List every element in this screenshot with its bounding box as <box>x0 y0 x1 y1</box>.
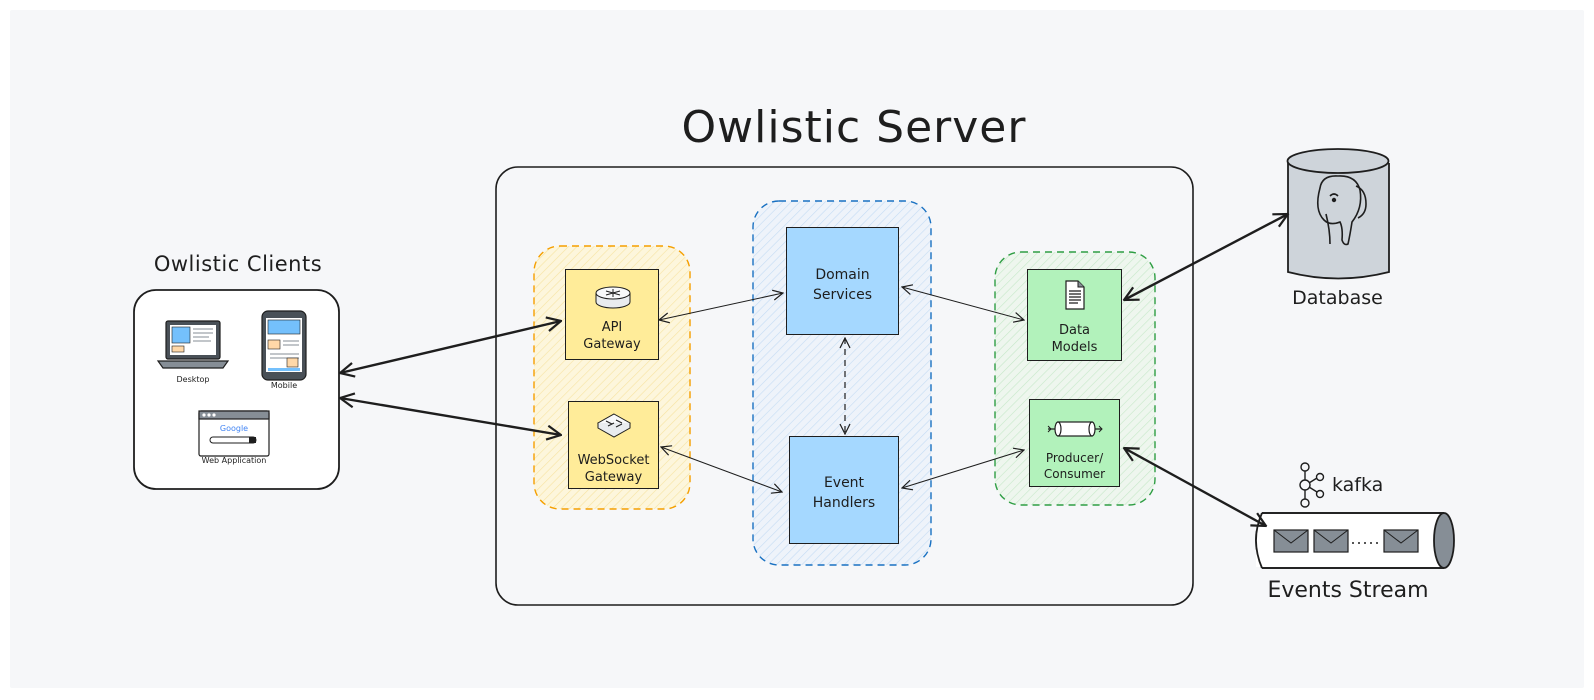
document-icon <box>1065 280 1085 310</box>
event-handlers-node: Event Handlers <box>789 436 899 544</box>
diagram-title: Owlistic Server <box>681 102 1027 153</box>
mobile-label: Mobile <box>270 381 298 390</box>
data-models-node: Data Models <box>1027 269 1122 361</box>
api-gateway-label: API Gateway <box>583 320 641 352</box>
arrow-producer-stream <box>1124 448 1266 526</box>
arrow-api-domain <box>659 293 783 320</box>
producer-consumer-node: Producer/ Consumer <box>1029 399 1120 487</box>
google-logo-text: Google <box>219 424 249 433</box>
arrow-events-producer <box>902 450 1024 488</box>
api-gateway-node: API Gateway <box>565 269 659 360</box>
desktop-label: Desktop <box>176 375 210 384</box>
producer-consumer-label: Producer/ Consumer <box>1043 451 1106 481</box>
arrow-clients-ws <box>340 398 561 435</box>
router-icon <box>595 286 631 309</box>
data-models-label: Data Models <box>1051 323 1098 355</box>
clients-heading: Owlistic Clients <box>153 252 323 276</box>
switch-icon <box>596 413 632 438</box>
events-stream-label: Events Stream <box>1267 578 1429 603</box>
kafka-icon <box>1299 462 1325 508</box>
queue-icon <box>1047 421 1103 437</box>
events-stream-pipe <box>1255 512 1455 569</box>
web-application-icon <box>198 410 270 457</box>
arrow-clients-api <box>340 321 561 373</box>
postgresql-icon <box>1316 175 1367 246</box>
mobile-icon <box>261 310 307 381</box>
database-label: Database <box>1292 287 1383 309</box>
event-handlers-label: Event Handlers <box>812 475 876 511</box>
arrow-domain-models <box>902 287 1024 320</box>
websocket-gateway-label: WebSocket Gateway <box>577 453 650 485</box>
kafka-label: kafka <box>1332 474 1384 496</box>
desktop-icon <box>156 320 230 369</box>
google-logo: Google <box>199 424 269 434</box>
arrow-ws-events <box>661 447 782 492</box>
web-application-label: Web Application <box>201 456 267 465</box>
websocket-gateway-node: WebSocket Gateway <box>568 401 659 489</box>
domain-services-node: Domain Services <box>786 227 899 335</box>
server-container <box>495 166 1194 606</box>
arrow-models-database <box>1124 214 1288 300</box>
domain-services-label: Domain Services <box>812 267 873 303</box>
